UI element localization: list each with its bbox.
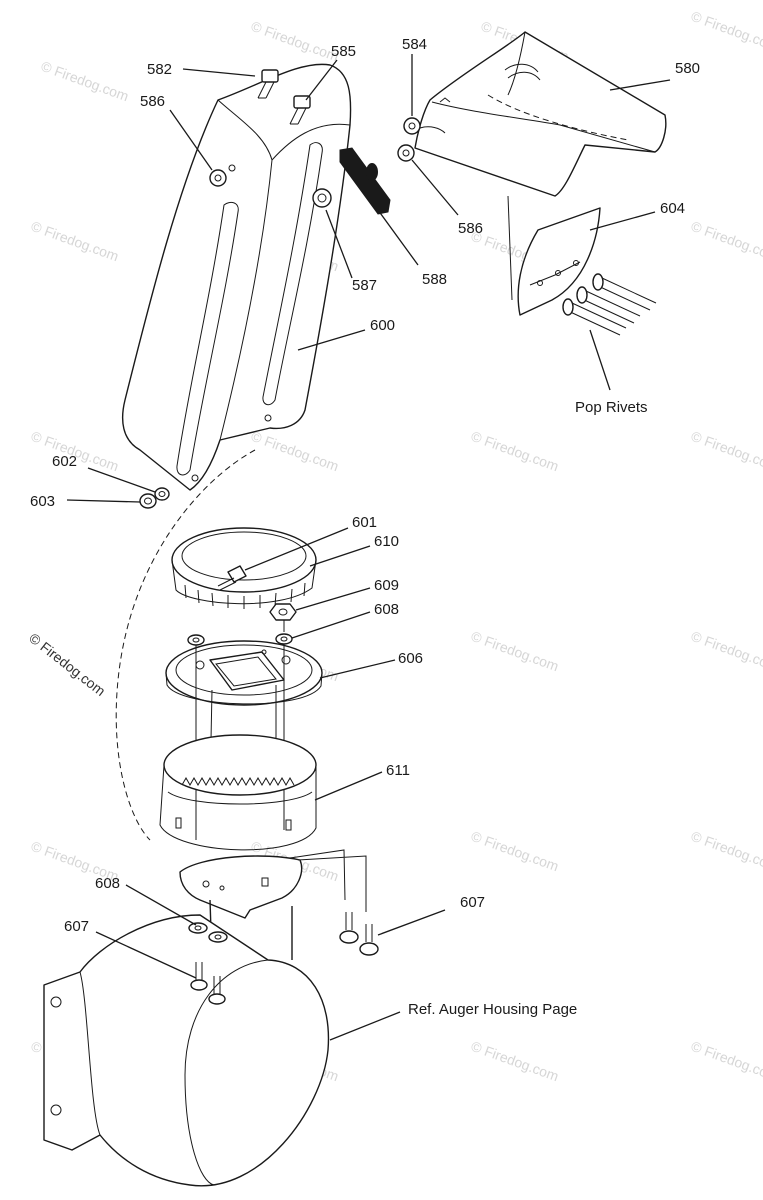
label-607: 607	[460, 894, 485, 911]
label-611: 611	[386, 762, 410, 779]
label-587: 587	[352, 277, 377, 294]
label-608: 608	[374, 601, 399, 618]
watermark: © Firedog.com	[249, 428, 341, 475]
watermark: © Firedog.com	[689, 628, 763, 675]
rotation-path	[115, 449, 256, 841]
screws-607-right	[339, 912, 379, 956]
label-604: 604	[660, 200, 685, 217]
chute-600	[122, 63, 352, 491]
washer-608-lower	[188, 922, 228, 943]
label-602: 602	[52, 453, 77, 470]
label-601: 601	[352, 514, 377, 531]
washer-586-right	[397, 144, 415, 162]
label-609: 609	[374, 577, 399, 594]
nut-603	[139, 493, 157, 509]
leader-lines	[66, 54, 671, 1041]
watermark: © Firedog.com	[689, 1038, 763, 1085]
nut-584	[403, 117, 446, 135]
ring-606	[165, 640, 323, 706]
nut-587	[312, 188, 332, 208]
watermark: © Firedog.com	[689, 828, 763, 875]
plate-604	[517, 207, 601, 316]
watermark: © Firedog.com	[689, 218, 763, 265]
gear-ring-611	[159, 734, 317, 851]
label-610: 610	[374, 533, 399, 550]
label-606: 606	[398, 650, 423, 667]
lower-bracket	[179, 849, 367, 919]
bolt-582	[257, 69, 279, 99]
label-585: 585	[331, 43, 356, 60]
watermark: © Firedog.com	[689, 428, 763, 475]
watermark: © Firedog.com	[249, 18, 341, 65]
watermark: © Firedog.com	[469, 828, 561, 875]
watermark: © Firedog.com	[689, 8, 763, 55]
washer-586-left	[209, 169, 227, 187]
washer-602	[154, 487, 170, 501]
deflector-580	[414, 31, 667, 197]
label-586: 586	[458, 220, 483, 237]
label-603: 603	[30, 493, 55, 510]
watermark: © Firedog.com	[469, 628, 561, 675]
label-582: 582	[147, 61, 172, 78]
watermark: © Firedog.com	[469, 428, 561, 475]
pop-rivets	[562, 273, 657, 336]
alignment-line	[507, 195, 513, 301]
label-584: 584	[402, 36, 427, 53]
label-600: 600	[370, 317, 395, 334]
auger-housing	[43, 914, 330, 1187]
watermark: © Firedog.com	[469, 1038, 561, 1085]
screws-607-left	[190, 962, 226, 1005]
watermark: © Firedog.com	[39, 58, 131, 105]
watermark-strong: © Firedog.com	[26, 630, 108, 699]
label-ref-auger-housing: Ref. Auger Housing Page	[408, 1001, 577, 1018]
label-608: 608	[95, 875, 120, 892]
screw-601	[217, 565, 247, 591]
label-pop-rivets: Pop Rivets	[575, 399, 648, 416]
watermark: © Firedog.com	[29, 218, 121, 265]
ring-610	[171, 527, 317, 609]
label-588: 588	[422, 271, 447, 288]
label-607: 607	[64, 918, 89, 935]
knob-588	[339, 147, 391, 215]
nut-609	[269, 603, 297, 621]
label-586: 586	[140, 93, 165, 110]
label-580: 580	[675, 60, 700, 77]
